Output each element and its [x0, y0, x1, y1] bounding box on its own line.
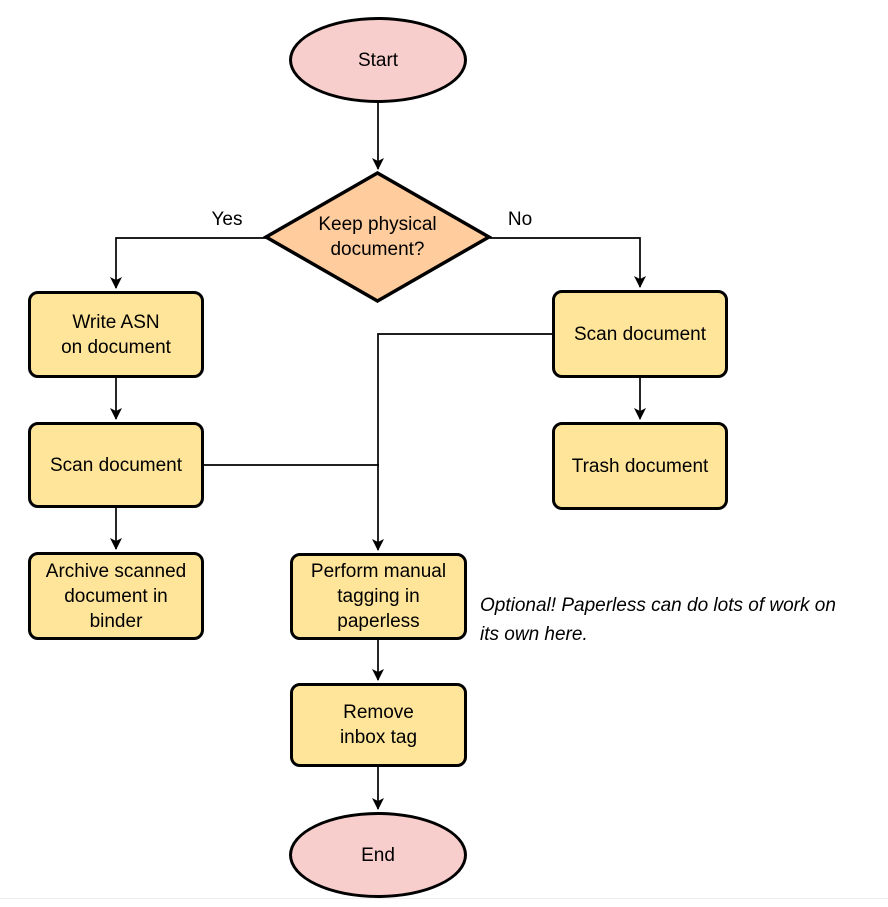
node-scan-document-left: Scan document: [28, 422, 204, 508]
node-manual-tagging: Perform manual tagging in paperless: [290, 553, 467, 640]
edge-label-yes: Yes: [211, 209, 243, 230]
bottom-divider: [0, 898, 888, 899]
node-decision-label: Keep physical document?: [318, 214, 437, 260]
node-remove-inbox-tag: Remove inbox tag: [290, 683, 467, 767]
node-decision: Keep physical document?: [263, 170, 492, 304]
edge-decision-no-to-scan-right: [489, 237, 646, 288]
node-trash-document: Trash document: [552, 422, 728, 510]
node-scan-document-left-label: Scan document: [49, 454, 183, 476]
node-end: End: [289, 812, 467, 898]
edge-scan-right-to-tagging: [372, 333, 553, 551]
node-manual-tagging-label: Perform manual tagging in paperless: [310, 561, 447, 632]
edge-decision-yes-to-write-asn: [110, 237, 266, 289]
node-start-label: Start: [357, 49, 399, 71]
annotation-optional-note: Optional! Paperless can do lots of work …: [480, 595, 836, 645]
node-remove-inbox-tag-label: Remove inbox tag: [339, 702, 418, 748]
diamond-shape: [263, 170, 492, 304]
node-trash-document-label: Trash document: [571, 455, 709, 477]
node-archive-binder-label: Archive scanned document in binder: [45, 560, 187, 632]
node-write-asn-label: Write ASN on document: [61, 311, 171, 358]
edge-label-no: No: [507, 209, 533, 230]
node-start: Start: [289, 17, 467, 103]
node-end-label: End: [361, 844, 395, 866]
node-scan-document-right-label: Scan document: [573, 323, 707, 345]
node-write-asn: Write ASN on document: [28, 291, 204, 378]
node-archive-binder: Archive scanned document in binder: [28, 552, 204, 640]
node-scan-document-right: Scan document: [552, 290, 728, 378]
